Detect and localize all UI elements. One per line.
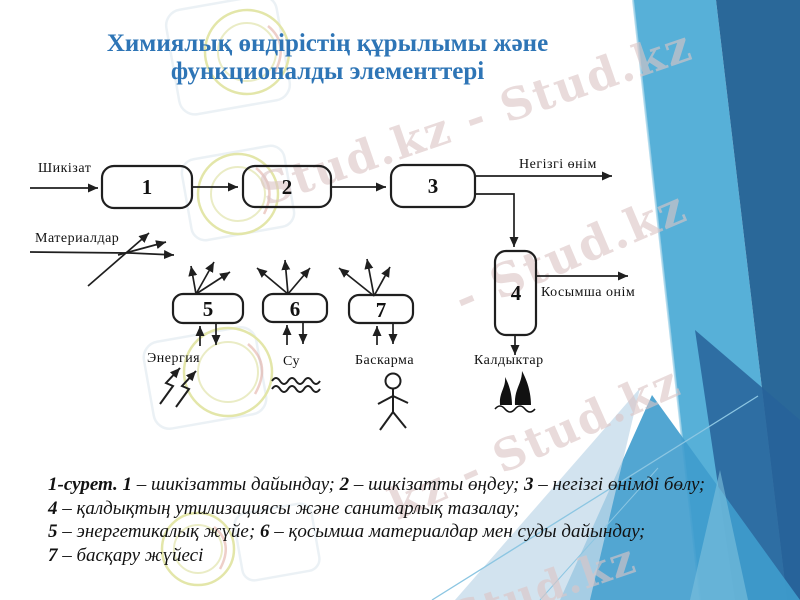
- slide-title: Химиялық өндірістің құрылымы және функци…: [55, 30, 600, 86]
- box-numbers: 1 2 3 4 5 6 7: [142, 174, 522, 322]
- caption-segment: 2: [339, 474, 350, 495]
- caption-segment: – қосымша материалдар мен суды дайындау;: [269, 521, 646, 542]
- fan-box7-upleft: [338, 267, 375, 297]
- fan-box5-up: [188, 265, 198, 295]
- box-3: [389, 163, 477, 209]
- dark-triangle: [695, 330, 800, 600]
- label-raw-material: Шикізат: [38, 161, 92, 176]
- caption-line: 4 – қалдықтың утилизациясы және санитарл…: [48, 497, 760, 521]
- figure-caption: 1-сурет. 1 – шикізатты дайындау; 2 – шик…: [48, 473, 760, 567]
- fan-box7-up: [364, 258, 375, 297]
- lightning-icon: [159, 367, 197, 408]
- materials-arrow-1: [129, 250, 175, 260]
- box-4: [493, 249, 538, 337]
- fan-box6-upright: [287, 267, 311, 295]
- materials-line: [29, 251, 131, 254]
- caption-segment: – энергетикалық жүйе;: [57, 521, 260, 542]
- label-byproduct: Косымша онім: [541, 285, 636, 300]
- materials-arrow-3: [87, 232, 150, 287]
- person-icon: [377, 372, 409, 431]
- box-1-number: 1: [142, 175, 153, 199]
- box-2: [241, 164, 333, 209]
- box-4-number: 4: [511, 281, 522, 305]
- label-materials: Материалдар: [35, 231, 120, 246]
- box-5: [171, 292, 245, 325]
- fan-box6-up: [281, 259, 291, 295]
- studkz-logo-watermark: [160, 502, 321, 587]
- caption-segment: – шикізатты дайындау;: [132, 474, 340, 495]
- box-3-number: 3: [428, 174, 439, 198]
- label-main-product: Негізгі өнім: [519, 157, 597, 172]
- studkz-logo-watermark: [164, 0, 292, 116]
- pale-triangle: [455, 388, 640, 600]
- slide-title-line-2: функционалды элементтері: [170, 58, 485, 85]
- fan-box6-upleft: [256, 267, 289, 295]
- slide-title-line-1: Химиялық өндірістің құрылымы және: [106, 30, 549, 57]
- caption-segment: 4: [48, 497, 58, 519]
- box-6-number: 6: [290, 297, 301, 321]
- caption-segment: 6: [259, 521, 270, 542]
- light-sliver-triangle: [690, 470, 748, 600]
- caption-segment: 5: [48, 521, 58, 542]
- bright-triangle: [560, 395, 800, 600]
- box-7-number: 7: [376, 298, 387, 322]
- label-water: Су: [283, 354, 300, 369]
- label-management: Баскарма: [355, 353, 415, 368]
- caption-line: 5 – энергетикалық жүйе; 6 – қосымша мате…: [48, 520, 760, 544]
- process-boxes: [100, 163, 538, 337]
- box-6: [261, 292, 329, 324]
- caption-segment: 3: [524, 474, 534, 495]
- box-5-number: 5: [203, 297, 214, 321]
- diagram-icons: [159, 367, 536, 431]
- fan-box5-upright: [195, 261, 215, 295]
- label-energy: Энергия: [147, 351, 201, 366]
- box-2-number: 2: [282, 175, 293, 199]
- label-waste: Калдыктар: [474, 353, 544, 368]
- thin-diagonal-line-2: [539, 467, 659, 600]
- caption-segment: – негізгі өнімді бөлу;: [533, 474, 706, 495]
- box-7: [347, 293, 415, 325]
- studkz-logo-watermark: [180, 144, 296, 242]
- thin-diagonal-line-1: [431, 395, 759, 600]
- box-1: [100, 164, 194, 210]
- arrow-box3-box4: [476, 193, 519, 247]
- caption-line: 1-сурет. 1 – шикізатты дайындау; 2 – шик…: [48, 473, 760, 497]
- fan-box7-upright: [373, 266, 391, 297]
- flames-icon: [494, 371, 536, 413]
- water-waves-icon: [271, 377, 321, 393]
- caption-line: 7 – басқару жүйесі: [48, 544, 760, 568]
- caption-segment: 7: [48, 544, 58, 566]
- caption-segment: – басқару жүйесі: [57, 544, 204, 566]
- studkz-logo-watermark: [142, 326, 274, 430]
- caption-segment: – шикізатты өңдеу;: [349, 474, 525, 495]
- caption-segment: – қалдықтың утилизациясы және санитарлық…: [57, 497, 520, 519]
- fan-box5-right: [195, 271, 231, 295]
- caption-segment: 1-сурет. 1: [48, 474, 133, 495]
- flow-arrows: [29, 171, 628, 355]
